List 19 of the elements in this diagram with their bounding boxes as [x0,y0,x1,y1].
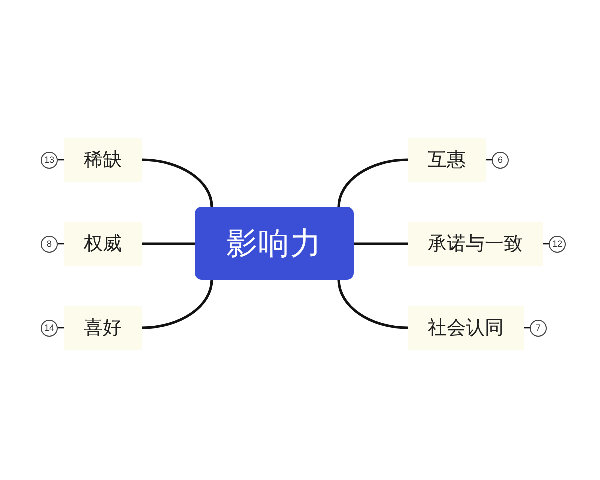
branch-line [338,158,408,208]
branch-line [354,242,408,246]
circled-number: 6 [492,152,509,168]
branch-line [142,280,214,330]
branch-line [338,280,408,330]
branch-topic: 喜好 [64,306,142,350]
branch-topic: 权威 [64,222,142,266]
circled-number: 8 [41,236,58,252]
central-topic: 影响力 [195,207,354,280]
circled-number: 7 [530,320,547,336]
branch-topic: 互惠 [408,138,486,182]
circled-number: 14 [41,320,58,336]
branch-line [142,242,195,246]
branch-line [142,158,214,208]
circled-number: 13 [41,152,58,168]
branch-topic: 承诺与一致 [408,222,543,266]
circled-number: 12 [549,236,566,252]
branch-topic: 稀缺 [64,138,142,182]
branch-topic: 社会认同 [408,306,524,350]
